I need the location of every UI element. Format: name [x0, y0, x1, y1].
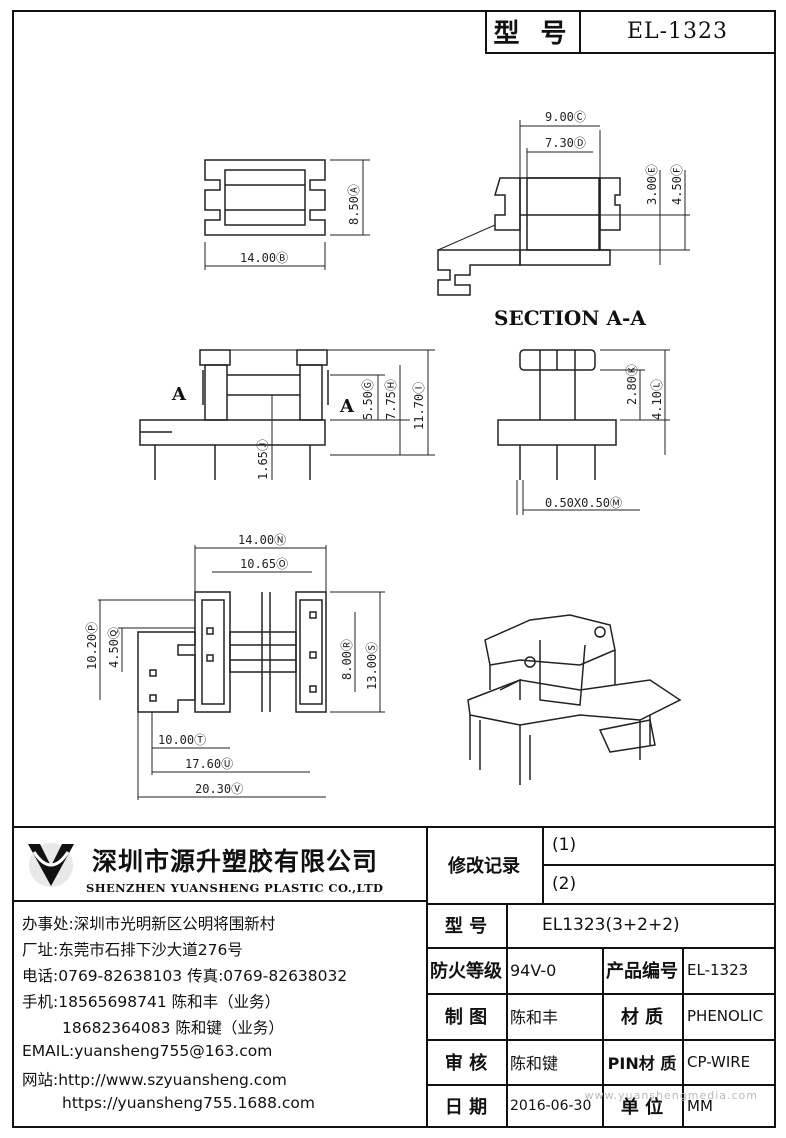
spec-fire-value: 94V-0	[510, 960, 557, 980]
phone-fax: 电话:0769-82638103 传真:0769-82638032	[22, 967, 348, 985]
dim-t: 10.00Ⓣ	[158, 733, 206, 747]
spec-date-value: 2016-06-30	[510, 1098, 592, 1114]
spec-col-1	[506, 903, 508, 1128]
technical-drawing: 14.00Ⓑ 8.50Ⓐ 9.00Ⓒ 7.30Ⓓ 3.00Ⓔ 4.50Ⓕ SEC…	[85, 110, 690, 800]
isometric-view	[467, 614, 682, 785]
dim-k: 2.80Ⓚ	[625, 364, 639, 405]
watermark: www.yuanshengmedia.com	[584, 1089, 758, 1102]
factory-address: 厂址:东莞市石排下沙大道276号	[22, 941, 243, 959]
company-name-cn: 深圳市源升塑胶有限公司	[92, 847, 379, 876]
dim-v: 20.30Ⓥ	[195, 782, 243, 796]
mobile-1: 手机:18565698741 陈和丰（业务）	[22, 993, 281, 1011]
side-view: 2.80Ⓚ 4.10Ⓛ 0.50X0.50Ⓜ	[497, 349, 670, 515]
dim-q: 4.50Ⓠ	[107, 627, 121, 668]
title-block: 深圳市源升塑胶有限公司 SHENZHEN YUANSHENG PLASTIC C…	[12, 826, 776, 1128]
front-view: A A 5.50Ⓖ 7.75Ⓗ 11.70Ⓘ 1.65Ⓙ	[139, 349, 435, 480]
spec-product-no-value: EL-1323	[687, 961, 749, 979]
dim-m: 0.50X0.50Ⓜ	[545, 496, 622, 510]
spec-model-label: 型 号	[444, 916, 488, 937]
dim-g: 5.50Ⓖ	[361, 379, 375, 420]
section-label: SECTION A-A	[494, 306, 646, 330]
dim-e: 3.00Ⓔ	[645, 164, 659, 205]
spec-unit-value: MM	[687, 1097, 713, 1115]
arrow-a-right: A	[339, 396, 355, 417]
dim-j: 1.65Ⓙ	[256, 439, 270, 480]
dim-b: 14.00Ⓑ	[240, 251, 288, 265]
dim-c: 9.00Ⓒ	[545, 110, 586, 124]
website-1[interactable]: 网站:http://www.szyuansheng.com	[22, 1071, 287, 1089]
dim-a: 8.50Ⓐ	[347, 184, 361, 225]
drawing-sheet-border	[12, 10, 776, 1128]
section-aa-view: 9.00Ⓒ 7.30Ⓓ 3.00Ⓔ 4.50Ⓕ SECTION A-A	[437, 110, 690, 330]
revision-row-1: (1)	[552, 835, 577, 855]
dim-d: 7.30Ⓓ	[545, 136, 586, 150]
spec-material-value: PHENOLIC	[687, 1007, 764, 1025]
spec-line-2	[426, 947, 776, 949]
spec-date-label: 日 期	[444, 1097, 488, 1118]
spec-line-1	[426, 903, 776, 905]
spec-drawn-label: 制 图	[444, 1007, 488, 1028]
dim-h: 7.75Ⓗ	[384, 379, 398, 420]
title-model-value: EL-1323	[626, 18, 729, 44]
revision-row-2: (2)	[552, 873, 577, 894]
spec-line-5	[426, 1084, 776, 1086]
spec-material-label: 材 质	[620, 1007, 664, 1028]
dim-o: 10.65Ⓞ	[240, 557, 288, 571]
spec-pin-material-label: PIN材 质	[607, 1053, 677, 1073]
dim-n: 14.00Ⓝ	[238, 533, 286, 547]
spec-col-2	[602, 947, 604, 1128]
spec-line-3	[426, 993, 776, 995]
company-logo	[22, 838, 80, 890]
bottom-view: 14.00Ⓝ 10.65Ⓞ 10.20Ⓟ 4.50Ⓠ 8.00Ⓡ 13.00Ⓢ …	[85, 533, 385, 800]
spec-col-3	[682, 947, 684, 1128]
spec-review-label: 审 核	[444, 1052, 488, 1074]
dim-u: 17.60Ⓤ	[185, 757, 233, 771]
company-name-en: SHENZHEN YUANSHENG PLASTIC CO.,LTD	[86, 881, 384, 895]
dim-r: 8.00Ⓡ	[340, 639, 354, 680]
rev-mid-line	[542, 864, 776, 866]
spec-unit-label: 单 位	[620, 1097, 664, 1118]
website-2[interactable]: https://yuansheng755.1688.com	[62, 1094, 315, 1112]
office-address: 办事处:深圳市光明新区公明将围新村	[22, 915, 276, 933]
spec-model-value: EL1323(3+2+2)	[542, 915, 680, 935]
footer-divider	[426, 826, 428, 1128]
dim-f: 4.50Ⓕ	[670, 164, 684, 205]
top-view: 14.00Ⓑ 8.50Ⓐ	[204, 159, 370, 270]
revision-label: 修改记录	[448, 855, 520, 877]
dim-i: 11.70Ⓘ	[412, 382, 426, 430]
title-model-label: 型 号	[487, 10, 581, 52]
email[interactable]: EMAIL:yuansheng755@163.com	[22, 1042, 273, 1060]
company-line	[12, 900, 426, 902]
spec-fire-label: 防火等级	[430, 961, 502, 982]
arrow-a-left: A	[171, 384, 187, 405]
mobile-2: 18682364083 陈和键（业务）	[62, 1019, 284, 1037]
spec-review-value: 陈和键	[510, 1053, 559, 1073]
dim-p: 10.20Ⓟ	[85, 622, 99, 670]
spec-pin-material-value: CP-WIRE	[687, 1052, 751, 1071]
dim-l: 4.10Ⓛ	[650, 379, 664, 420]
spec-line-4	[426, 1039, 776, 1041]
dim-s: 13.00Ⓢ	[365, 642, 379, 690]
footer-top-line	[12, 826, 776, 828]
title-model-box: 型 号 EL-1323	[485, 10, 776, 54]
spec-drawn-value: 陈和丰	[510, 1008, 559, 1027]
spec-product-no-label: 产品编号	[606, 961, 678, 982]
